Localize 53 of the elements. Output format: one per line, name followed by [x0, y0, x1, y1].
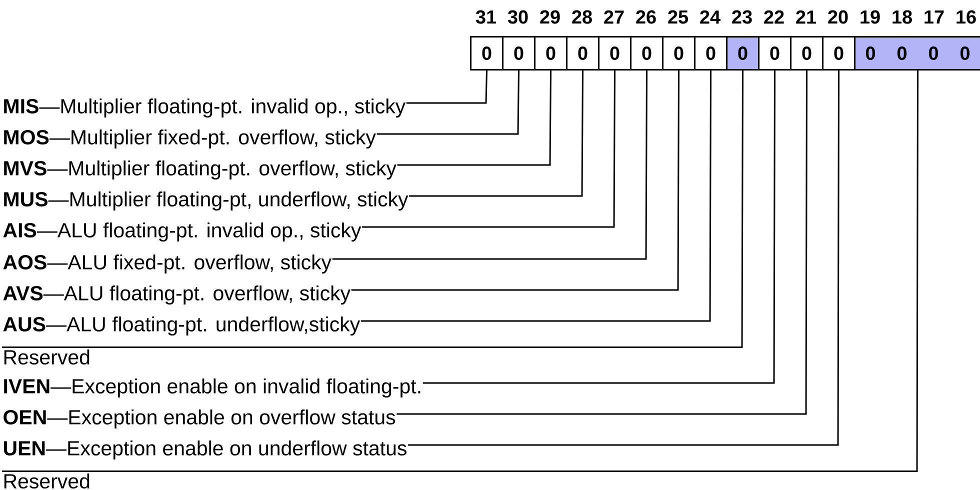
field-description: MUS—Multiplier floating-pt, underflow, sticky [4, 191, 408, 211]
bit-cell: 0 [790, 36, 824, 70]
leader-line [408, 70, 840, 446]
bit-number: 28 [572, 10, 592, 24]
field-description: AIS—ALU floating-pt. invalid op., sticky [3, 222, 362, 242]
bit-number: 22 [764, 10, 784, 24]
leader-line [2, 70, 918, 472]
field-description: MIS—Multiplier floating-pt. invalid op., sticky [4, 98, 406, 118]
leader-line [2, 70, 744, 348]
leader-line [409, 70, 584, 197]
bit-cell: 0 [630, 36, 664, 70]
bit-number: 24 [700, 10, 720, 24]
bit-number: 23 [732, 10, 752, 24]
bit-cell: 0 [534, 36, 568, 70]
field-description: UEN—Exception enable on underflow status [4, 440, 406, 460]
field-description: Reserved [4, 473, 90, 489]
leader-line [351, 70, 680, 291]
bit-number: 18 [892, 10, 912, 24]
bit-number: 27 [604, 10, 624, 24]
bit-number: 20 [828, 10, 848, 24]
bit-number: 30 [508, 10, 528, 24]
field-description: OEN—Exception enable on overflow status [4, 409, 396, 429]
bit-cell: 0 [822, 36, 856, 70]
bit-cell: 0 [758, 36, 792, 70]
bit-cell: 0 [566, 36, 600, 70]
bit-cell: 0 [694, 36, 728, 70]
field-description: Reserved [4, 349, 90, 365]
field-description: MOS—Multiplier fixed-pt. overflow, sticky [4, 129, 376, 149]
bit-field: 0 0 0 0 [854, 36, 980, 70]
leader-line [376, 70, 520, 135]
field-description: AUS—ALU floating-pt. underflow,sticky [3, 316, 360, 336]
leader-line [396, 70, 808, 415]
bit-number: 19 [860, 10, 880, 24]
bit-number: 25 [668, 10, 688, 24]
bit-number: 26 [636, 10, 656, 24]
leader-line [362, 70, 616, 228]
leader-line [360, 70, 712, 322]
leader-line [406, 70, 488, 104]
bit-number: 31 [476, 10, 496, 24]
bit-cell: 0 [470, 36, 504, 70]
leader-line [422, 70, 776, 384]
field-description: MVS—Multiplier floating-pt. overflow, sticky [4, 160, 396, 180]
leader-line [397, 70, 552, 166]
leader-line [332, 70, 648, 260]
bit-cell: 0 [502, 36, 536, 70]
bit-cell: 0 [726, 36, 760, 70]
bit-number: 21 [796, 10, 816, 24]
bit-number: 29 [540, 10, 560, 24]
field-description: IVEN—Exception enable on invalid floating-pt. [4, 378, 420, 398]
field-description: AVS—ALU floating-pt. overflow, sticky [3, 285, 351, 305]
field-description: AOS—ALU fixed-pt. overflow, sticky [3, 254, 332, 274]
bit-cell: 0 [598, 36, 632, 70]
bit-cell: 0 [662, 36, 696, 70]
